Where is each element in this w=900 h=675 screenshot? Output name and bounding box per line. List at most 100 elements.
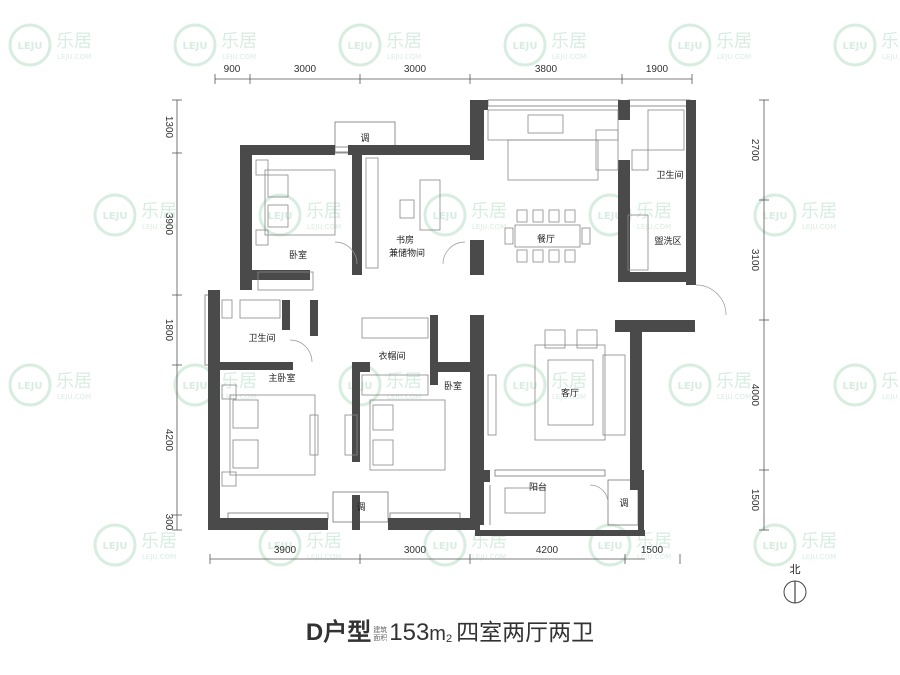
leju-brand-text: 乐居 (141, 201, 177, 222)
walls (208, 100, 696, 536)
leju-brand-text: 乐居 (801, 201, 837, 222)
leju-logo-icon (93, 193, 137, 237)
leju-brand-text: 乐居 (141, 531, 177, 552)
leju-brand-text: 乐居 (551, 371, 587, 392)
dim-top-2: 3000 (294, 64, 317, 75)
room-label-laundry: 盥洗区 (654, 235, 681, 247)
leju-logo-text: LEJU (182, 381, 207, 392)
leju-brand-text: 乐居 (56, 31, 92, 52)
leju-logo-text: LEJU (677, 381, 702, 392)
leju-logo-icon (668, 363, 712, 407)
leju-logo-text: LEJU (347, 41, 372, 52)
leju-logo-icon (753, 523, 797, 567)
compass-label: 北 (790, 563, 801, 576)
leju-sub-text: LEJU.COM (472, 223, 506, 231)
leju-logo-text: LEJU (267, 541, 292, 552)
leju-logo-icon (833, 363, 877, 407)
room-label-ac-right: 调 (619, 498, 628, 509)
dim-left-2: 3900 (163, 213, 174, 236)
room-label-closet: 衣帽间 (378, 350, 405, 362)
dim-bottom-2: 3000 (404, 545, 427, 556)
leju-logo-text: LEJU (677, 41, 702, 52)
title-type: D户型 (305, 619, 372, 646)
dim-left-5: 300 (163, 514, 174, 531)
leju-brand-text: 乐居 (551, 31, 587, 52)
leju-sub-text: LEJU.COM (387, 393, 421, 401)
doors (289, 241, 727, 504)
leju-brand-text: 乐居 (386, 31, 422, 52)
room-label-study: 书房 (396, 234, 414, 246)
leju-logo-text: LEJU (17, 41, 42, 52)
leju-logo-text: LEJU (512, 41, 537, 52)
room-label-bedroom-top: 卧室 (289, 249, 307, 261)
dim-top-1: 900 (224, 64, 241, 75)
leju-logo-text: LEJU (267, 211, 292, 222)
leju-logo-text: LEJU (597, 541, 622, 552)
leju-sub-text: LEJU.COM (222, 393, 256, 401)
leju-brand-text: 乐居 (716, 371, 752, 392)
dimension-lines (172, 74, 769, 564)
room-label-ac-top: 调 (360, 133, 369, 144)
room-labels: 卧室 书房 兼储物间 餐厅 卫生间 盥洗区 卫生间 衣帽间 主卧室 卧室 客厅 … (248, 133, 683, 513)
dim-right-3: 4000 (749, 384, 760, 407)
leju-brand-text: 乐居 (636, 531, 672, 552)
leju-brand-text: 乐居 (636, 201, 672, 222)
leju-brand-text: 乐居 (716, 31, 752, 52)
leju-logo-text: LEJU (842, 381, 867, 392)
room-label-bath-left: 卫生间 (248, 332, 275, 344)
title-rooms: 四室两厅两卫 (456, 620, 595, 646)
dim-top-5: 1900 (646, 64, 669, 75)
leju-brand-text: 乐居 (801, 531, 837, 552)
title-unit: m (429, 623, 446, 645)
leju-brand-text: 乐居 (881, 371, 900, 392)
leju-sub-text: LEJU.COM (717, 53, 751, 61)
leju-sub-text: LEJU.COM (307, 553, 341, 561)
leju-brand-text: 乐居 (306, 531, 342, 552)
leju-brand-text: 乐居 (221, 371, 257, 392)
leju-logo-text: LEJU (512, 381, 537, 392)
room-label-dining: 餐厅 (537, 233, 555, 245)
room-label-living: 客厅 (561, 387, 579, 399)
leju-sub-text: LEJU.COM (472, 553, 506, 561)
leju-logo-icon (423, 193, 467, 237)
room-label-ac-bottom: 调 (356, 502, 365, 513)
dim-left-4: 4200 (163, 429, 174, 452)
dim-left-1: 1300 (163, 116, 174, 139)
dim-top-3: 3000 (404, 64, 427, 75)
leju-brand-text: 乐居 (881, 31, 900, 52)
room-label-master: 主卧室 (268, 372, 295, 384)
leju-brand-text: 乐居 (471, 201, 507, 222)
leju-sub-text: LEJU.COM (637, 553, 671, 561)
leju-logo-icon (8, 363, 52, 407)
dim-bottom-1: 3900 (274, 545, 297, 556)
dim-top-4: 3800 (535, 64, 558, 75)
room-label-study-sub: 兼储物间 (389, 247, 425, 259)
leju-logo-icon (93, 523, 137, 567)
leju-brand-text: 乐居 (386, 371, 422, 392)
dimension-labels: 900 3000 3000 3800 1900 3900 3000 4200 1… (163, 64, 760, 556)
leju-logo-icon (8, 23, 52, 67)
leju-sub-text: LEJU.COM (552, 393, 586, 401)
leju-logo-icon (173, 23, 217, 67)
leju-sub-text: LEJU.COM (882, 393, 900, 401)
leju-sub-text: LEJU.COM (57, 393, 91, 401)
leju-sub-text: LEJU.COM (802, 223, 836, 231)
leju-logo-text: LEJU (432, 211, 457, 222)
